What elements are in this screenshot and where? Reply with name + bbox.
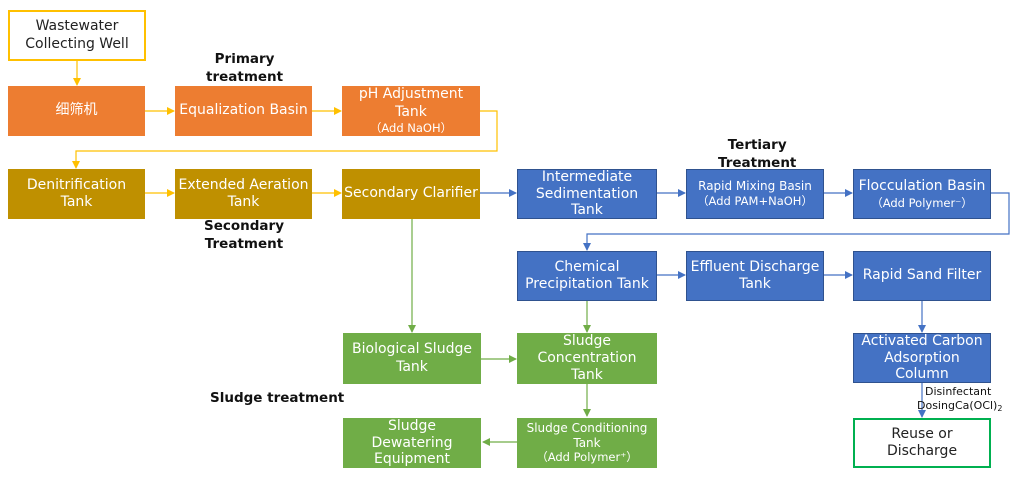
arrow-ph-to-denitrification — [72, 110, 498, 169]
node-title: Wastewater Collecting Well — [25, 18, 129, 52]
node-title: Sludge Dewatering Equipment — [371, 418, 453, 468]
effluent-discharge-tank-node: Effluent Discharge Tank — [686, 251, 824, 301]
rapid-mixing-basin-node: Rapid Mixing Basin （Add PAM+NaOH） — [686, 169, 824, 219]
node-title: Chemical Precipitation Tank — [525, 258, 649, 293]
secondary-treatment-label: Secondary Treatment — [204, 218, 284, 252]
tertiary-treatment-label: Tertiary Treatment — [718, 137, 797, 171]
node-title: Reuse or Discharge — [886, 425, 958, 460]
node-title: Effluent Discharge Tank — [690, 258, 820, 293]
biological-sludge-tank-node: Biological Sludge Tank — [343, 333, 481, 384]
extended-aeration-tank-node: Extended Aeration Tank — [175, 169, 312, 219]
rapid-sand-filter-node: Rapid Sand Filter — [853, 251, 991, 301]
node-subtitle: （Add NaOH） — [369, 121, 453, 136]
node-title: Denitrification Tank — [26, 176, 127, 211]
disinfectant-subscript: 2 — [997, 404, 1003, 414]
node-title: Equalization Basin — [179, 102, 308, 119]
node-title: Sludge Conditioning Tank — [526, 421, 648, 450]
node-subtitle: （Add PAM+NaOH） — [697, 194, 813, 209]
node-title: Extended Aeration Tank — [178, 176, 309, 211]
ph-adjustment-tank-node: pH Adjustment Tank （Add NaOH） — [342, 86, 480, 136]
sludge-concentration-tank-node: Sludge Concentration Tank — [517, 333, 657, 384]
disinfectant-line2: DosingCa(OCl)2 — [917, 399, 1002, 414]
node-title: Rapid Mixing Basin — [698, 179, 812, 194]
sludge-conditioning-tank-node: Sludge Conditioning Tank （Add Polymer⁺） — [517, 418, 657, 468]
node-title: Rapid Sand Filter — [862, 267, 982, 284]
secondary-clarifier-node: Secondary Clarifier — [342, 169, 480, 219]
flocculation-basin-node: Flocculation Basin （Add Polymer⁻） — [853, 169, 991, 219]
node-title: pH Adjustment Tank — [358, 86, 464, 120]
disinfectant-line1: Disinfectant — [925, 385, 992, 398]
node-title: Intermediate Sedimentation Tank — [535, 169, 639, 219]
fine-screen-node: 细筛机 — [8, 86, 145, 136]
equalization-basin-node: Equalization Basin — [175, 86, 312, 136]
disinfectant-note: Disinfectant DosingCa(OCl)2 — [917, 385, 1002, 415]
sludge-dewatering-equipment-node: Sludge Dewatering Equipment — [343, 418, 481, 468]
node-subtitle: （Add Polymer⁻） — [871, 195, 973, 210]
node-title: Flocculation Basin — [858, 178, 986, 195]
node-title: Activated Carbon Adsorption Column — [861, 333, 983, 383]
arrow-flocculation-to-chem — [583, 192, 1010, 251]
chemical-precipitation-tank-node: Chemical Precipitation Tank — [517, 251, 657, 301]
node-title: Sludge Concentration Tank — [537, 333, 637, 383]
wastewater-collecting-well-node: Wastewater Collecting Well — [8, 10, 146, 61]
node-title: 细筛机 — [55, 102, 98, 119]
intermediate-sedimentation-tank-node: Intermediate Sedimentation Tank — [517, 169, 657, 219]
node-title: Biological Sludge Tank — [352, 341, 472, 375]
activated-carbon-column-node: Activated Carbon Adsorption Column — [853, 333, 991, 383]
denitrification-tank-node: Denitrification Tank — [8, 169, 145, 219]
disinfectant-formula: DosingCa(OCl) — [917, 399, 998, 413]
node-subtitle: （Add Polymer⁺） — [536, 450, 638, 465]
reuse-or-discharge-node: Reuse or Discharge — [853, 418, 991, 468]
node-title: Secondary Clarifier — [344, 185, 478, 202]
primary-treatment-label: Primary treatment — [206, 51, 284, 85]
sludge-treatment-label: Sludge treatment — [210, 390, 345, 406]
